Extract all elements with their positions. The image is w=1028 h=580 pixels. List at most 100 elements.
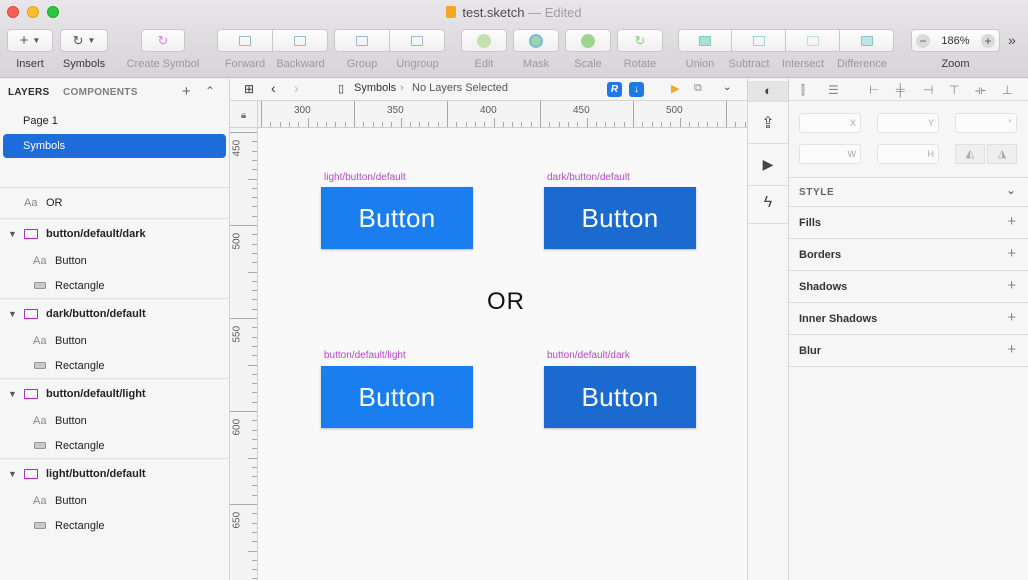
add-page-icon[interactable]: +: [182, 83, 191, 100]
layer-symbol[interactable]: ▼ button/default/dark: [0, 218, 229, 248]
layer-rectangle[interactable]: Rectangle: [0, 433, 229, 458]
symbols-tool[interactable]: ↻ ▼ Symbols: [60, 29, 108, 70]
symbol-button-dark[interactable]: Button: [544, 187, 696, 249]
minimize-window-button[interactable]: [27, 6, 39, 18]
zoom-in-icon[interactable]: +: [980, 33, 995, 48]
intersect-button[interactable]: [786, 29, 840, 52]
width-field[interactable]: W: [799, 144, 861, 164]
symbol-button-light[interactable]: Button: [321, 366, 473, 428]
grid-view-icon[interactable]: ⊞: [244, 82, 255, 96]
toolbar-overflow-icon[interactable]: »: [1008, 32, 1016, 48]
rotate-tool[interactable]: ↻ Rotate: [617, 29, 663, 70]
mask-button[interactable]: [513, 29, 559, 52]
add-border-icon[interactable]: +: [1007, 245, 1016, 262]
symbol-artboard-label[interactable]: button/default/dark: [547, 350, 630, 361]
page-item-symbols[interactable]: Symbols: [3, 134, 226, 158]
forward-arrow-icon[interactable]: ›: [294, 80, 299, 96]
flip-vertical-icon[interactable]: ◮: [987, 144, 1017, 164]
shadows-row[interactable]: Shadows +: [789, 271, 1028, 303]
distribute-vertical-icon[interactable]: ☰: [828, 83, 839, 97]
align-top-icon[interactable]: ⊤: [949, 83, 960, 97]
symbol-artboard-label[interactable]: button/default/light: [324, 350, 406, 361]
layer-rectangle[interactable]: Rectangle: [0, 273, 229, 298]
breadcrumb-page[interactable]: Symbols: [354, 82, 397, 94]
symbol-button-light[interactable]: Button: [321, 187, 473, 249]
group-tool[interactable]: [334, 29, 445, 52]
group-button[interactable]: [334, 29, 390, 52]
align-center-icon[interactable]: ╪: [896, 83, 905, 97]
add-fill-icon[interactable]: +: [1007, 213, 1016, 230]
create-symbol-button[interactable]: ↻: [141, 29, 185, 52]
add-blur-icon[interactable]: +: [1007, 341, 1016, 358]
prototype-lightning-icon[interactable]: ϟ: [763, 194, 773, 211]
fills-row[interactable]: Fills +: [789, 207, 1028, 239]
difference-button[interactable]: [840, 29, 894, 52]
union-button[interactable]: [678, 29, 732, 52]
flip-horizontal-icon[interactable]: ◭: [955, 144, 985, 164]
align-left-icon[interactable]: ⊢: [869, 83, 880, 97]
design-canvas[interactable]: light/button/default Button dark/button/…: [258, 128, 747, 580]
or-text-layer[interactable]: OR: [487, 288, 525, 315]
boolean-tool[interactable]: [678, 29, 894, 52]
backward-button[interactable]: [273, 29, 328, 52]
symbol-artboard-label[interactable]: dark/button/default: [547, 172, 630, 183]
edit-button[interactable]: [461, 29, 507, 52]
zoom-tool[interactable]: − 186% + Zoom: [911, 29, 1000, 70]
chevron-down-icon[interactable]: ⌄: [723, 82, 732, 93]
horizontal-ruler[interactable]: 300 350 400 450 500: [258, 101, 747, 128]
forward-button[interactable]: [217, 29, 273, 52]
preview-play-icon[interactable]: ▶: [762, 156, 774, 172]
back-arrow-icon[interactable]: ‹: [271, 80, 276, 96]
vertical-ruler[interactable]: 450 500 550 600 650: [230, 128, 258, 580]
scale-tool[interactable]: Scale: [565, 29, 611, 70]
play-prototype-icon[interactable]: ▶: [671, 83, 680, 95]
layer-text[interactable]: Aa Button: [0, 488, 229, 513]
ungroup-button[interactable]: [390, 29, 445, 52]
blur-row[interactable]: Blur +: [789, 335, 1028, 367]
create-symbol-tool[interactable]: ↻ Create Symbol: [123, 29, 203, 70]
share-upload-icon[interactable]: ⇪: [761, 115, 775, 132]
insert-tool[interactable]: + ▼ Insert: [7, 29, 53, 70]
zoom-control[interactable]: − 186% +: [911, 29, 1000, 52]
disclosure-triangle-icon[interactable]: ▼: [8, 228, 17, 239]
align-bottom-icon[interactable]: ⊥: [1002, 83, 1013, 97]
tab-components[interactable]: COMPONENTS: [63, 87, 138, 98]
align-right-icon[interactable]: ⊣: [923, 83, 934, 97]
disclosure-triangle-icon[interactable]: ▼: [8, 468, 17, 479]
distribute-horizontal-icon[interactable]: ⫿: [801, 83, 805, 97]
borders-row[interactable]: Borders +: [789, 239, 1028, 271]
inner-shadows-row[interactable]: Inner Shadows +: [789, 303, 1028, 335]
scale-button[interactable]: [565, 29, 611, 52]
insert-button[interactable]: + ▼: [7, 29, 53, 52]
collapse-pages-icon[interactable]: ⌃: [205, 84, 216, 98]
zoom-out-icon[interactable]: −: [916, 33, 930, 48]
symbol-artboard-label[interactable]: light/button/default: [324, 172, 406, 183]
add-shadow-icon[interactable]: +: [1007, 277, 1016, 294]
subtract-button[interactable]: [732, 29, 786, 52]
maximize-window-button[interactable]: [47, 6, 59, 18]
edit-tool[interactable]: Edit: [461, 29, 507, 70]
align-middle-icon[interactable]: ⟛: [975, 83, 986, 97]
layer-rectangle[interactable]: Rectangle: [0, 353, 229, 378]
layer-symbol[interactable]: ▼ dark/button/default: [0, 298, 229, 328]
layer-text[interactable]: Aa Button: [0, 248, 229, 273]
rotation-field[interactable]: °: [955, 113, 1017, 133]
tab-layers[interactable]: LAYERS: [8, 87, 50, 98]
add-inner-shadow-icon[interactable]: +: [1007, 309, 1016, 326]
disclosure-triangle-icon[interactable]: ▼: [8, 308, 17, 319]
layer-text[interactable]: Aa Button: [0, 328, 229, 353]
layer-text[interactable]: Aa Button: [0, 408, 229, 433]
close-window-button[interactable]: [7, 6, 19, 18]
mask-tool[interactable]: Mask: [513, 29, 559, 70]
plugin-r-icon[interactable]: R: [607, 82, 622, 97]
page-item-page-1[interactable]: Page 1: [3, 109, 226, 133]
inspector-toggle-icon[interactable]: ◐: [748, 81, 788, 101]
download-icon[interactable]: ↓: [629, 82, 644, 97]
disclosure-triangle-icon[interactable]: ▼: [8, 388, 17, 399]
layer-text-or[interactable]: Aa OR: [0, 188, 229, 218]
symbols-button[interactable]: ↻ ▼: [60, 29, 108, 52]
rotate-button[interactable]: ↻: [617, 29, 663, 52]
symbol-button-dark[interactable]: Button: [544, 366, 696, 428]
y-field[interactable]: Y: [877, 113, 939, 133]
layer-symbol[interactable]: ▼ light/button/default: [0, 458, 229, 488]
